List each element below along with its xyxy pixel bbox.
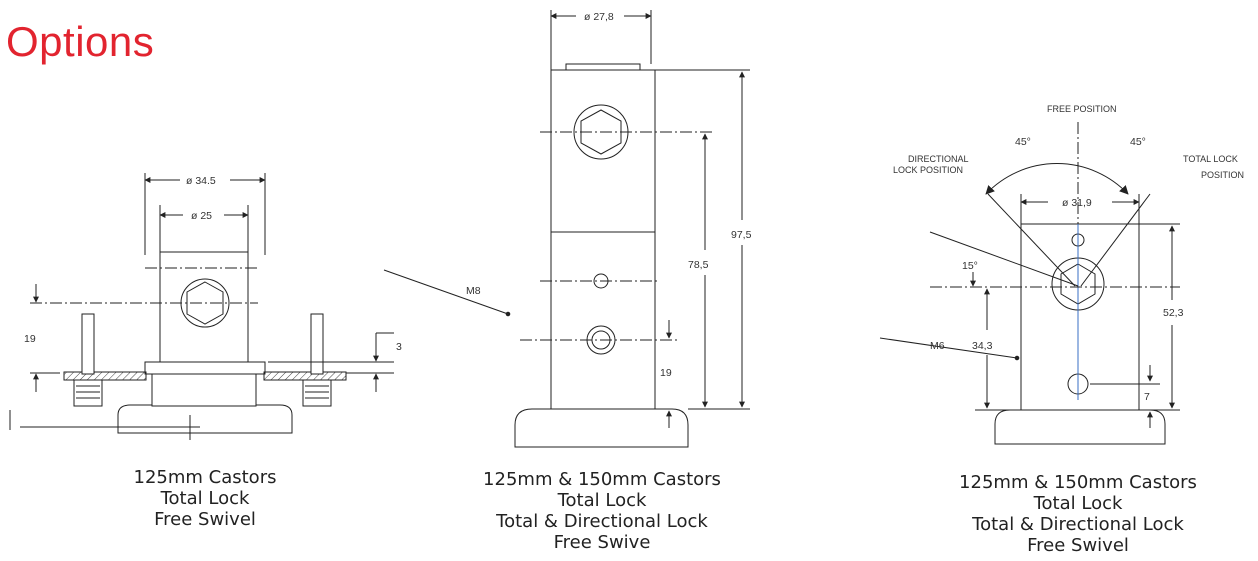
caption-diagram-2: 125mm & 150mm Castors Total Lock Total &… <box>472 469 732 553</box>
caption-line: Total Lock <box>1033 493 1123 514</box>
label-m8: M8 <box>466 285 481 297</box>
caption-line: Free Swivel <box>154 509 256 530</box>
dim-34-3: 34,3 <box>972 340 993 352</box>
dim-dia-25: ø 25 <box>191 210 212 222</box>
caption-line: Total Lock <box>160 488 250 509</box>
label-directional-line1: DIRECTIONAL <box>908 154 969 164</box>
diagram-1 <box>9 173 394 440</box>
caption-line: Free Swivel <box>1027 535 1129 556</box>
dim-15-deg: 15° <box>962 260 978 272</box>
caption-line: Total Lock <box>557 490 647 511</box>
dim-97-5: 97,5 <box>731 229 752 241</box>
label-angle-right: 45° <box>1130 136 1146 148</box>
dim-78-5: 78,5 <box>688 259 709 271</box>
diagram-2 <box>383 10 750 448</box>
diagram-3-labels: FREE POSITION DIRECTIONAL LOCK POSITION … <box>893 104 1244 403</box>
dim-dia-31-9: ø 31,9 <box>1062 197 1092 209</box>
diagram-3 <box>879 122 1180 445</box>
diagram-1-dimensions: ø 34.5 ø 25 19 3 <box>24 175 402 353</box>
caption-line: 125mm Castors <box>133 467 277 488</box>
dim-dia-27-8: ø 27,8 <box>584 11 614 23</box>
label-free-position: FREE POSITION <box>1047 104 1117 114</box>
label-angle-left: 45° <box>1015 136 1031 148</box>
dim-3: 3 <box>396 341 402 353</box>
caption-line: Total & Directional Lock <box>972 514 1184 535</box>
diagram-2-dimensions: ø 27,8 97,5 78,5 19 M8 <box>466 11 752 379</box>
label-directional-line2: LOCK POSITION <box>893 165 963 175</box>
caption-line: Total & Directional Lock <box>496 511 708 532</box>
dim-52-3: 52,3 <box>1163 307 1184 319</box>
label-total-line1: TOTAL LOCK <box>1183 154 1238 164</box>
dim-dia-34-5: ø 34.5 <box>186 175 216 187</box>
caption-diagram-3: 125mm & 150mm Castors Total Lock Total &… <box>948 472 1208 556</box>
caption-diagram-1: 125mm Castors Total Lock Free Swivel <box>105 467 305 530</box>
dim-19: 19 <box>660 367 672 379</box>
label-total-line2: POSITION <box>1201 170 1244 180</box>
dim-19: 19 <box>24 333 36 345</box>
page-title: Options <box>6 18 155 65</box>
dim-7: 7 <box>1144 391 1150 403</box>
caption-line: Free Swive <box>553 532 651 553</box>
caption-line: 125mm & 150mm Castors <box>959 472 1197 493</box>
label-m6: M6 <box>930 340 945 352</box>
caption-line: 125mm & 150mm Castors <box>483 469 721 490</box>
